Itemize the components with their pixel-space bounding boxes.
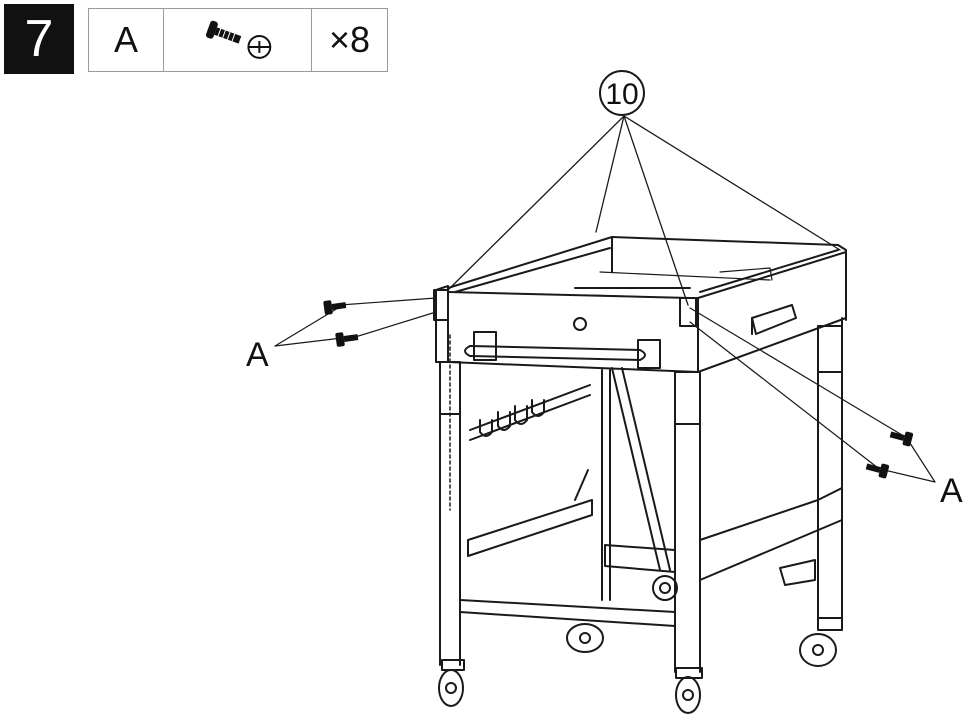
legs bbox=[439, 317, 843, 673]
parts-table: A ×8 bbox=[88, 8, 388, 72]
caster-front-left bbox=[438, 659, 465, 707]
step-number: 7 bbox=[4, 4, 74, 74]
front-handle bbox=[464, 331, 661, 369]
part-ref-callout bbox=[447, 70, 841, 306]
part-icon-cell bbox=[164, 9, 312, 71]
diagonal-strut bbox=[611, 367, 678, 601]
quantity-cell: ×8 bbox=[312, 9, 387, 71]
lower-frame bbox=[459, 384, 843, 627]
side-panel bbox=[697, 251, 847, 373]
tool-hooks bbox=[479, 399, 545, 437]
caster-front-right bbox=[675, 667, 703, 714]
part-letter-cell: A bbox=[89, 9, 164, 71]
screw-leaders bbox=[274, 297, 936, 483]
screw-label-right: A bbox=[940, 472, 963, 510]
step-number-text: 7 bbox=[24, 10, 54, 68]
caster-back-right bbox=[799, 617, 843, 667]
part-ref-label: 10 bbox=[605, 78, 638, 111]
quantity-text: ×8 bbox=[328, 19, 371, 60]
screw-icon bbox=[205, 20, 272, 59]
part-letter: A bbox=[113, 19, 138, 60]
screw-label-left: A bbox=[246, 336, 269, 374]
screws-part-a bbox=[323, 300, 914, 479]
caster-back-left bbox=[566, 623, 604, 653]
phillips-head-icon bbox=[247, 35, 272, 59]
